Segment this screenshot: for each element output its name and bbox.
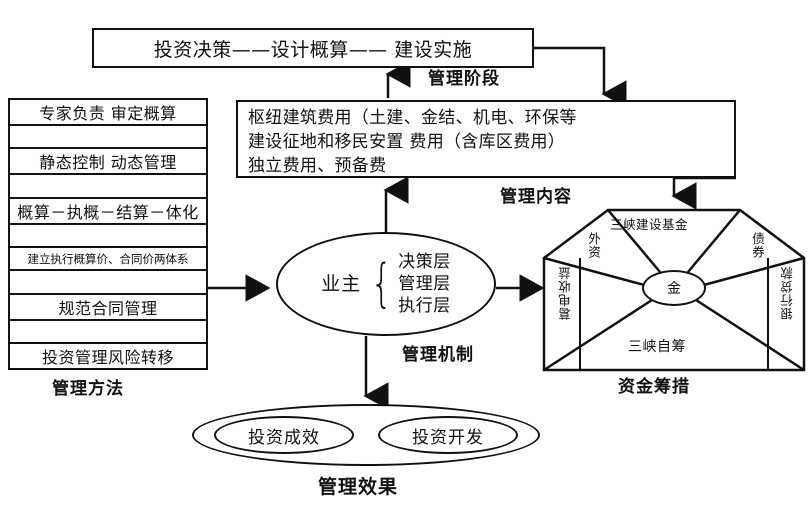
method-item-10: 投资管理风险转移 xyxy=(10,344,206,368)
management-stage-text: 投资决策——设计概算—— 建设实施 xyxy=(153,38,473,61)
caption-management-content: 管理内容 xyxy=(500,187,572,207)
owner-ellipse-inner: 业主 { 决策层 管理层 执行层 xyxy=(321,251,451,317)
content-line-0: 枢纽建筑费用（土建、金结、机电、环保等 xyxy=(248,108,577,128)
method-item-label: 投资管理风险转移 xyxy=(41,347,174,367)
method-item-label: 概算－执概－结算－体化 xyxy=(17,202,199,222)
method-spacer-9 xyxy=(10,321,206,344)
effect-item-label: 投资成效 xyxy=(248,427,320,448)
owner-mechanism-ellipse: 业主 { 决策层 管理层 执行层 xyxy=(276,232,496,336)
funding-sector-upper-left: 外资 xyxy=(586,232,601,259)
method-item-8: 规范合同管理 xyxy=(10,295,206,321)
owner-title-text: 业主 xyxy=(321,272,362,295)
method-spacer-3 xyxy=(10,175,206,199)
method-item-2: 静态控制 动态管理 xyxy=(10,149,206,176)
management-content-box: 枢纽建筑费用（土建、金结、机电、环保等 建设征地和移民安置 费用（含库区费用） … xyxy=(236,100,736,178)
funding-sector-upper-right: 债券 xyxy=(750,232,765,259)
funding-center-text: 金 xyxy=(667,281,681,297)
content-line-1: 建设征地和移民安置 费用（含库区费用） xyxy=(248,132,566,152)
method-item-label: 静态控制 动态管理 xyxy=(39,153,177,173)
method-item-4: 概算－执概－结算－体化 xyxy=(10,199,206,225)
owner-layer-1: 管理层 xyxy=(398,274,451,294)
method-item-0: 专家负责 审定概算 xyxy=(10,100,206,126)
method-spacer-5 xyxy=(10,225,206,248)
caption-funding: 资金筹措 xyxy=(618,377,690,397)
effect-item-0: 投资成效 xyxy=(214,416,354,454)
funding-sector-bottom: 三峡自筹 xyxy=(628,339,686,355)
owner-layer-2: 执行层 xyxy=(398,296,451,316)
management-stage-box: 投资决策——设计概算—— 建设实施 xyxy=(92,28,534,68)
method-item-label: 建立执行概算价、合同价两体系 xyxy=(27,251,189,266)
funding-sector-right: 银行贷款 xyxy=(780,266,795,320)
method-item-label: 规范合同管理 xyxy=(58,298,158,318)
owner-title: 业主 xyxy=(321,273,361,296)
caption-management-method: 管理方法 xyxy=(52,379,124,399)
funding-center-node: 金 xyxy=(642,270,706,306)
method-spacer-1 xyxy=(10,126,206,150)
funding-sector-top: 三峡建设基金 xyxy=(610,217,689,232)
content-line-2: 独立费用、预备费 xyxy=(248,156,387,176)
method-item-label: 专家负责 审定概算 xyxy=(39,104,177,123)
funding-hexagon: 三峡建设基金 外资 债券 葛电收益 银行贷款 三峡自筹 金 xyxy=(544,208,804,370)
effect-item-1: 投资开发 xyxy=(378,416,518,454)
management-method-list: 专家负责 审定概算 静态控制 动态管理 概算－执概－结算－体化 建立执行概算价、… xyxy=(8,98,208,370)
caption-management-mechanism: 管理机制 xyxy=(402,345,474,365)
line-stage-to-content xyxy=(534,46,627,108)
owner-layers: 决策层 管理层 执行层 xyxy=(398,251,451,317)
method-spacer-7 xyxy=(10,271,206,295)
caption-management-stage: 管理阶段 xyxy=(428,69,500,89)
effect-item-label: 投资开发 xyxy=(412,427,484,448)
management-effect-outer-ellipse: 投资成效 投资开发 xyxy=(192,404,540,466)
funding-sector-left: 葛电收益 xyxy=(558,266,573,320)
brace-glyph: { xyxy=(370,254,393,314)
line-content-to-funding xyxy=(671,176,736,210)
method-item-6: 建立执行概算价、合同价两体系 xyxy=(10,248,206,272)
owner-layer-0: 决策层 xyxy=(398,252,451,272)
caption-management-effect: 管理效果 xyxy=(318,476,399,498)
